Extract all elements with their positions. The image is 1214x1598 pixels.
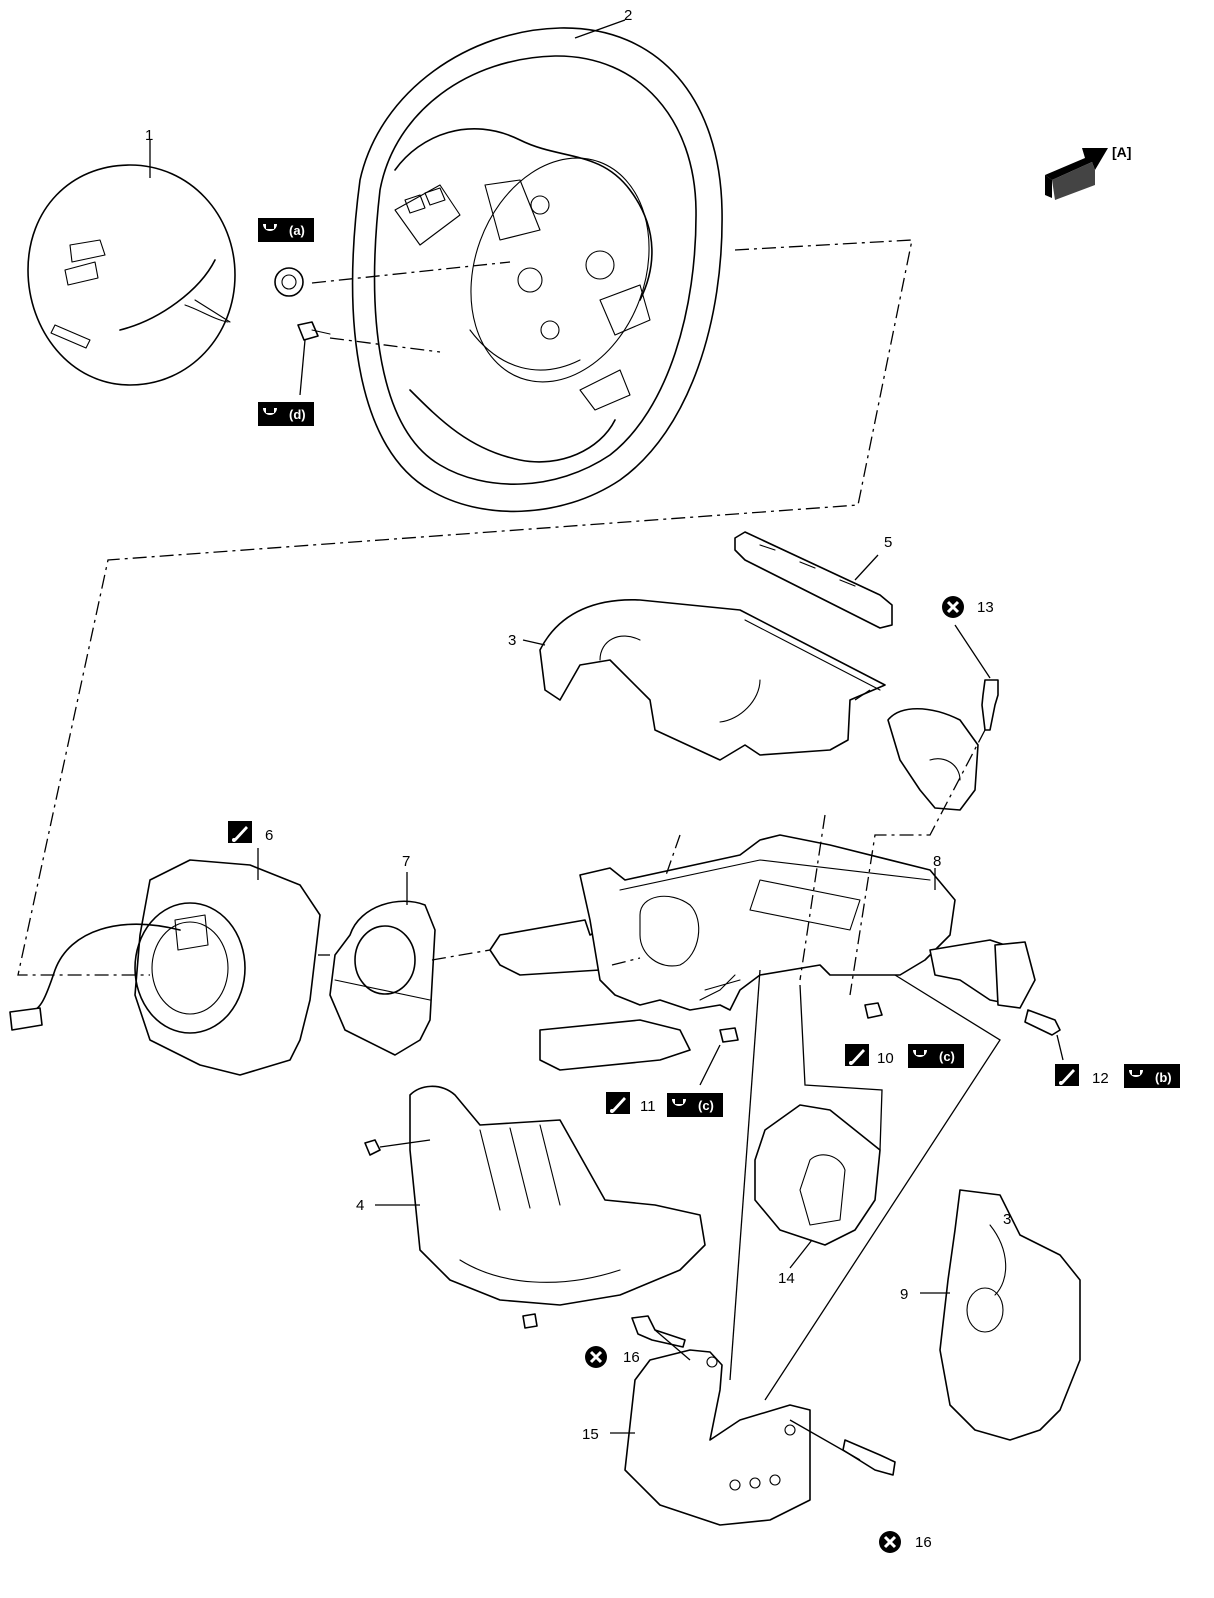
nut-11-part <box>719 1027 739 1043</box>
part-number-9: 9 <box>900 1286 908 1303</box>
part-number-8: 8 <box>933 853 941 870</box>
torque-badge-b: (b) <box>1124 1064 1180 1088</box>
grease-apply-icon <box>606 1092 630 1114</box>
steering-wheel-nut-part <box>274 267 304 297</box>
part-number-10: 10 <box>877 1050 894 1067</box>
part-number-13: 13 <box>977 599 994 616</box>
part-number-15: 15 <box>582 1426 599 1443</box>
torque-badge-c-10: (c) <box>908 1044 964 1068</box>
part-number-3-seal: 3 <box>1003 1211 1011 1228</box>
column-upper-cover-part <box>539 598 886 761</box>
torque-badge-a: (a) <box>258 218 314 242</box>
torque-badge-c-11: (c) <box>667 1093 723 1117</box>
leader-lines <box>149 19 1064 1434</box>
part-number-3-upper: 3 <box>508 632 516 649</box>
bolt-16-lower-part <box>842 1439 896 1476</box>
part-number-2: 2 <box>624 7 632 24</box>
torque-label-c-11: (c) <box>698 1098 714 1113</box>
column-seal-part <box>939 1189 1081 1441</box>
part-number-6: 6 <box>265 827 273 844</box>
view-direction-arrow: [A] <box>1045 144 1131 200</box>
part-number-14: 14 <box>778 1270 795 1287</box>
torque-label-a: (a) <box>289 223 305 238</box>
do-not-reuse-icon <box>583 1344 609 1370</box>
grease-apply-icon <box>1055 1064 1079 1086</box>
part-number-11: 11 <box>640 1098 656 1115</box>
part-number-labels: 1 2 3 4 5 6 7 8 9 10 11 12 13 14 15 16 1… <box>145 7 1109 1551</box>
torque-label-b: (b) <box>1155 1070 1172 1085</box>
steering-column-assembly-part <box>489 834 1036 1071</box>
bolt-12-part <box>1024 1009 1061 1036</box>
column-trim-part <box>734 531 893 629</box>
do-not-reuse-icon <box>877 1529 903 1555</box>
part-number-16-upper: 16 <box>623 1349 640 1366</box>
torque-label-c-10: (c) <box>939 1049 955 1064</box>
part-number-16-lower: 16 <box>915 1534 932 1551</box>
bolt-10-part <box>864 1002 883 1019</box>
part-number-12: 12 <box>1092 1070 1109 1087</box>
grease-apply-icon <box>228 821 252 843</box>
bolt-16-upper-part <box>631 1315 686 1348</box>
column-lower-cover-part <box>364 1085 706 1329</box>
part-number-1: 1 <box>145 127 153 144</box>
upper-bracket-part <box>887 679 999 811</box>
airbag-bolt-part <box>297 321 331 341</box>
torque-label-d: (d) <box>289 407 306 422</box>
contact-coil-part <box>9 859 321 1076</box>
part-number-7: 7 <box>402 853 410 870</box>
part-number-5: 5 <box>884 534 892 551</box>
steering-wheel-part <box>351 27 723 513</box>
lower-bracket-part <box>624 1349 811 1526</box>
torque-badge-d: (d) <box>258 402 314 426</box>
grease-apply-icon <box>845 1044 869 1066</box>
reference-lines <box>17 239 1001 1461</box>
steering-angle-sensor-part <box>329 900 436 1056</box>
do-not-reuse-icon <box>940 594 966 620</box>
driver-airbag-module-part <box>27 164 236 386</box>
view-ref-label: [A] <box>1112 144 1131 160</box>
hole-cover-part <box>754 1104 881 1246</box>
part-number-4: 4 <box>356 1197 364 1214</box>
